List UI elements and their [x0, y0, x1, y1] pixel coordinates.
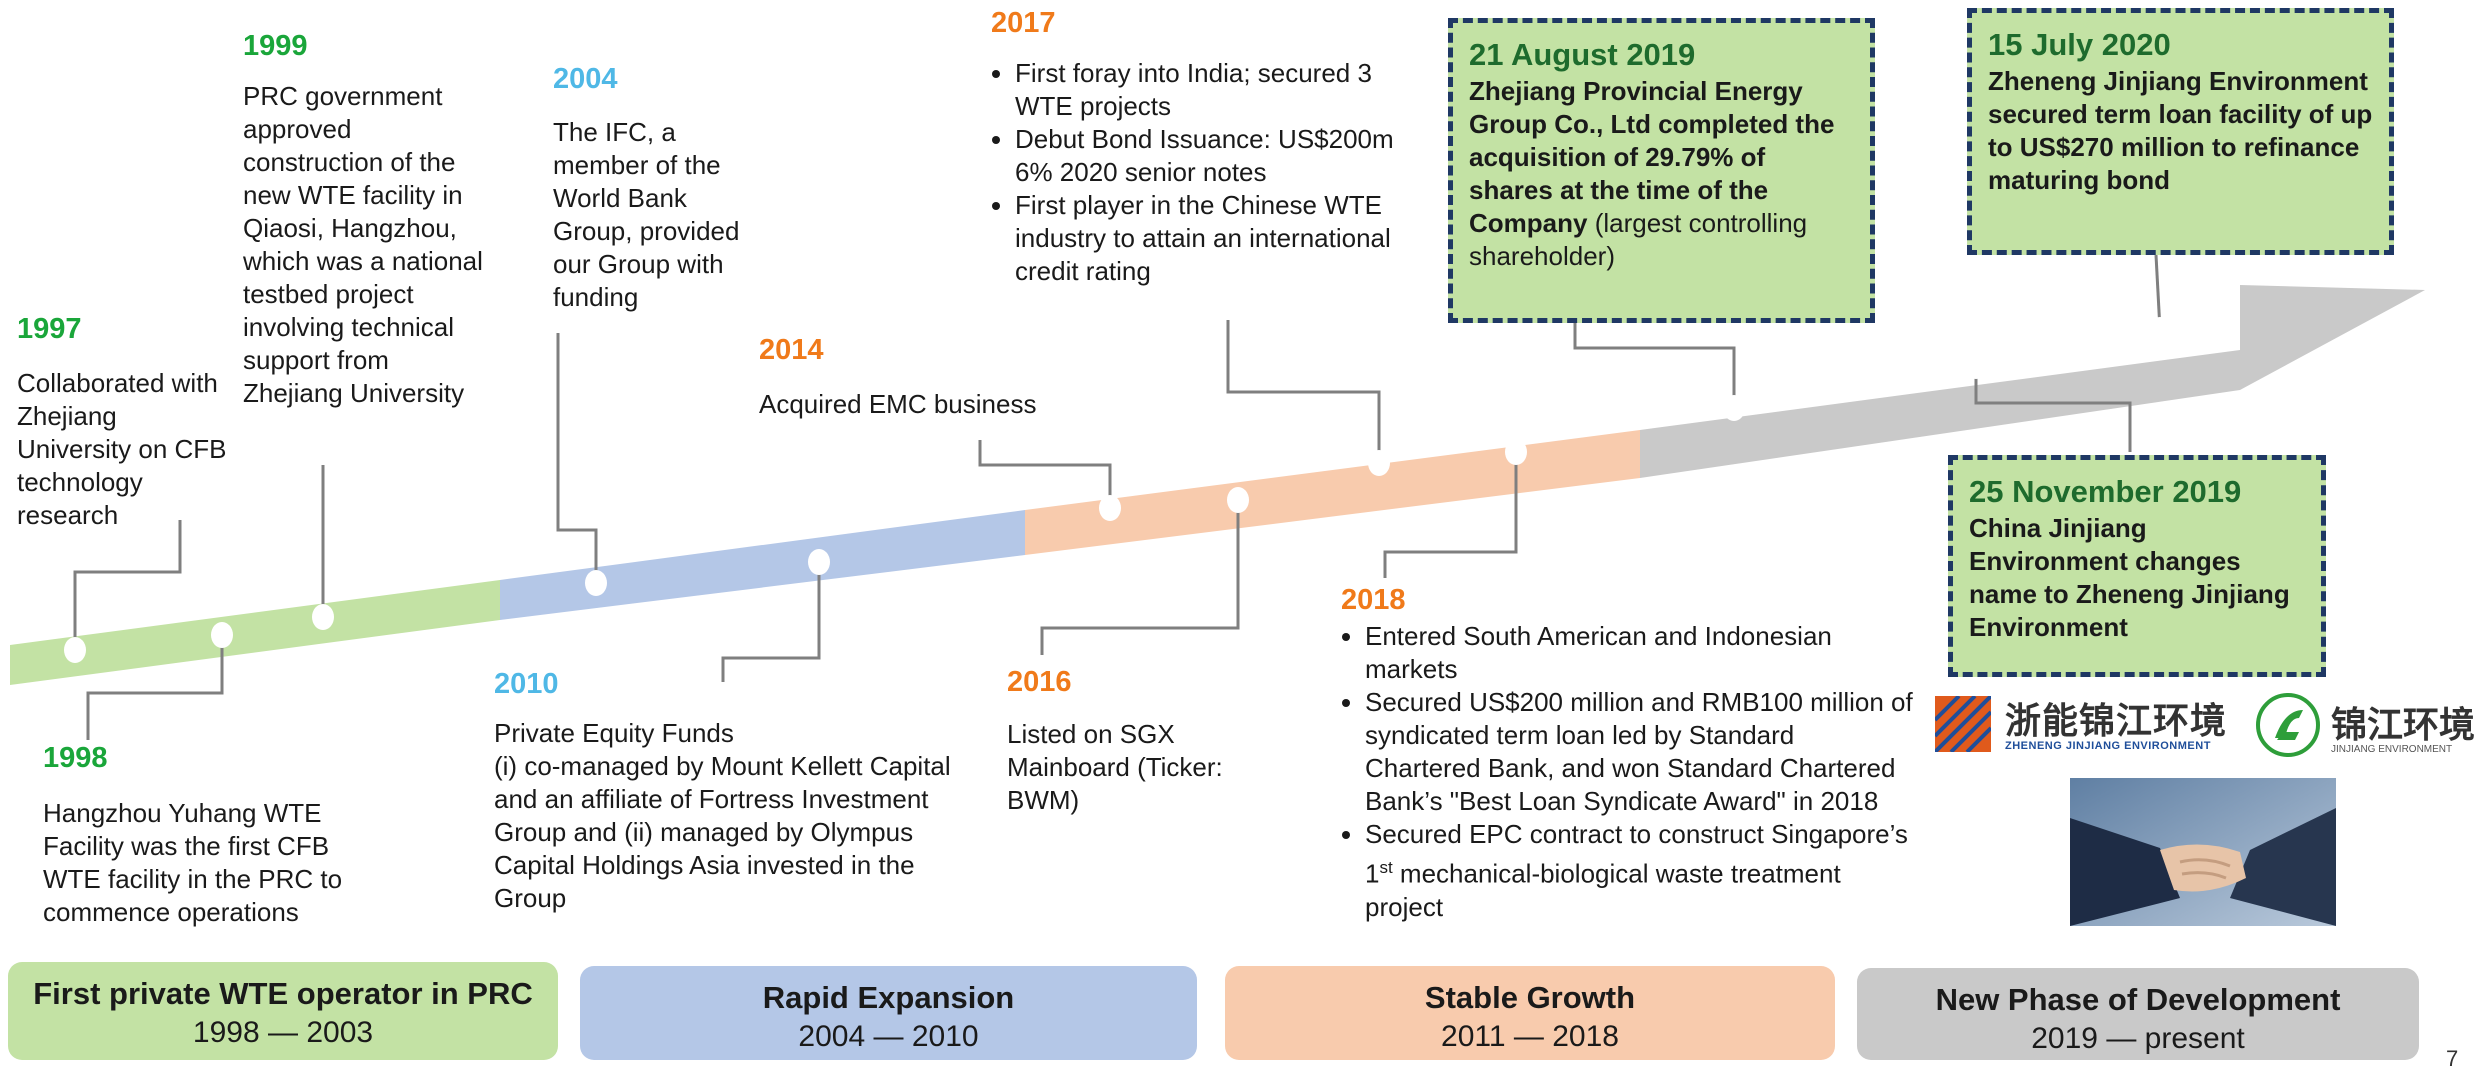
event-2010-line2: (i) co-managed by Mount Kellett Capital …	[494, 751, 951, 913]
timeline-dots	[64, 317, 2171, 663]
jinjiang-logo-en: JINJIANG ENVIRONMENT	[2331, 744, 2453, 755]
event-2018-bullet-3: Secured EPC contract to construct Singap…	[1365, 818, 1916, 924]
event-2018-bullet-2: Secured US$200 million and RMB100 millio…	[1365, 686, 1916, 818]
year-2014: 2014	[759, 334, 824, 366]
dot-1999	[312, 604, 334, 630]
page-number: 7	[2446, 1046, 2459, 1071]
phase-4-title: New Phase of Development	[1935, 982, 2341, 1017]
event-2017-bullet-1: First foray into India; secured 3 WTE pr…	[1015, 57, 1421, 123]
event-2017-bullet-2: Debut Bond Issuance: US$200m 6% 2020 sen…	[1015, 123, 1421, 189]
event-2018-text: Entered South American and Indonesian ma…	[1341, 620, 1916, 924]
phase-2-title: Rapid Expansion	[762, 980, 1015, 1015]
event-1999-text: PRC government approved construction of …	[243, 81, 483, 408]
jinjiang-logo-icon	[2256, 693, 2320, 757]
phase-box-4: New Phase of Development 2019 — present	[1857, 968, 2419, 1060]
zheneng-logo-icon	[1935, 696, 1991, 752]
year-1999: 1999	[243, 30, 308, 62]
year-2017: 2017	[991, 7, 1056, 39]
callout-aug-2019: 21 August 2019 Zhejiang Provincial Energ…	[1448, 18, 1875, 323]
timeline-segment-phase3	[1025, 430, 1640, 555]
timeline-segment-phase4	[1640, 285, 2425, 478]
year-2018: 2018	[1341, 584, 1406, 616]
event-2016-text: Listed on SGX Mainboard (Ticker: BWM)	[1007, 719, 1223, 815]
callout-nov-2019-bold: China Jinjiang Environment changes name …	[1969, 513, 2290, 642]
callout-nov-2019-text: China Jinjiang Environment changes name …	[1969, 512, 2305, 644]
phase-box-1: First private WTE operator in PRC 1998 —…	[8, 962, 558, 1060]
dot-2017	[1368, 450, 1390, 476]
connector-lines	[73, 254, 2162, 740]
event-2018-bullet-1: Entered South American and Indonesian ma…	[1365, 620, 1916, 686]
year-2010: 2010	[494, 668, 559, 700]
phase-2-years: 2004 — 2010	[798, 1020, 979, 1053]
callout-nov-2019: 25 November 2019 China Jinjiang Environm…	[1948, 455, 2326, 677]
dot-nov2019	[1965, 353, 1987, 379]
event-2017-bullet-3: First player in the Chinese WTE industry…	[1015, 189, 1421, 288]
zheneng-logo: 浙能锦江环境 ZHENENG JINJIANG ENVIRONMENT	[1935, 690, 2245, 758]
event-2017-text: First foray into India; secured 3 WTE pr…	[991, 57, 1421, 288]
callout-aug-2019-date: 21 August 2019	[1469, 37, 1696, 72]
dot-2004	[585, 570, 607, 596]
dot-aug2019	[1723, 395, 1745, 421]
dot-2016	[1227, 487, 1249, 513]
event-2010-text: Private Equity Funds (i) co-managed by M…	[494, 717, 964, 915]
year-1998: 1998	[43, 742, 108, 774]
jinjiang-logo-cn: 锦江环境	[2331, 705, 2476, 746]
callout-aug-2019-text: Zhejiang Provincial Energy Group Co., Lt…	[1469, 75, 1854, 273]
zheneng-logo-cn: 浙能锦江环境	[2005, 701, 2228, 742]
event-2014-text: Acquired EMC business	[759, 389, 1037, 419]
timeline-segment-phase2	[500, 510, 1025, 620]
phase-3-years: 2011 — 2018	[1441, 1020, 1619, 1053]
handshake-photo	[2070, 778, 2336, 926]
dot-2014	[1099, 495, 1121, 521]
callout-aug-2019-normal: (largest controlling shareholder)	[1469, 208, 1808, 271]
callout-jul-2020: 15 July 2020 Zheneng Jinjiang Environmen…	[1967, 8, 2394, 255]
phase-4-years: 2019 — present	[2031, 1022, 2245, 1055]
event-2010-line1: Private Equity Funds	[494, 718, 734, 748]
callout-jul-2020-text: Zheneng Jinjiang Environment secured ter…	[1988, 65, 2373, 197]
phase-box-2: Rapid Expansion 2004 — 2010	[580, 966, 1197, 1060]
event-1998-text: Hangzhou Yuhang WTE Facility was the fir…	[43, 798, 343, 927]
event-2018-bullet-3-sup: st	[1379, 858, 1393, 877]
dot-2018	[1505, 439, 1527, 465]
event-2018-bullet-3b: mechanical-biological waste treatment pr…	[1365, 858, 1841, 922]
phase-1-title: First private WTE operator in PRC	[33, 976, 533, 1011]
year-1997: 1997	[17, 313, 82, 345]
callout-aug-2019-bold: Zhejiang Provincial Energy Group Co., Lt…	[1469, 76, 1835, 238]
year-2016: 2016	[1007, 666, 1072, 698]
dot-1997	[64, 637, 86, 663]
callout-nov-2019-date: 25 November 2019	[1969, 474, 2242, 509]
phase-box-3: Stable Growth 2011 — 2018	[1225, 966, 1835, 1060]
phase-1-years: 1998 — 2003	[192, 1016, 374, 1049]
dot-jul2020	[2149, 317, 2171, 343]
phase-3-title: Stable Growth	[1424, 980, 1636, 1015]
jinjiang-logo: 锦江环境 JINJIANG ENVIRONMENT	[2255, 692, 2481, 760]
event-2018-bullet-3a: Secured EPC contract to construct Singap…	[1365, 819, 1908, 889]
event-2004-text: The IFC, a member of the World Bank Grou…	[553, 117, 740, 312]
timeline-segment-phase1	[10, 580, 500, 685]
event-1997-text: Collaborated with Zhejiang University on…	[17, 368, 227, 530]
zheneng-logo-en: ZHENENG JINJIANG ENVIRONMENT	[2005, 740, 2211, 752]
dot-1998	[211, 622, 233, 648]
dot-2010	[808, 549, 830, 575]
callout-jul-2020-date: 15 July 2020	[1988, 27, 2171, 62]
year-2004: 2004	[553, 63, 618, 95]
callout-jul-2020-bold: Zheneng Jinjiang Environment secured ter…	[1988, 66, 2373, 195]
